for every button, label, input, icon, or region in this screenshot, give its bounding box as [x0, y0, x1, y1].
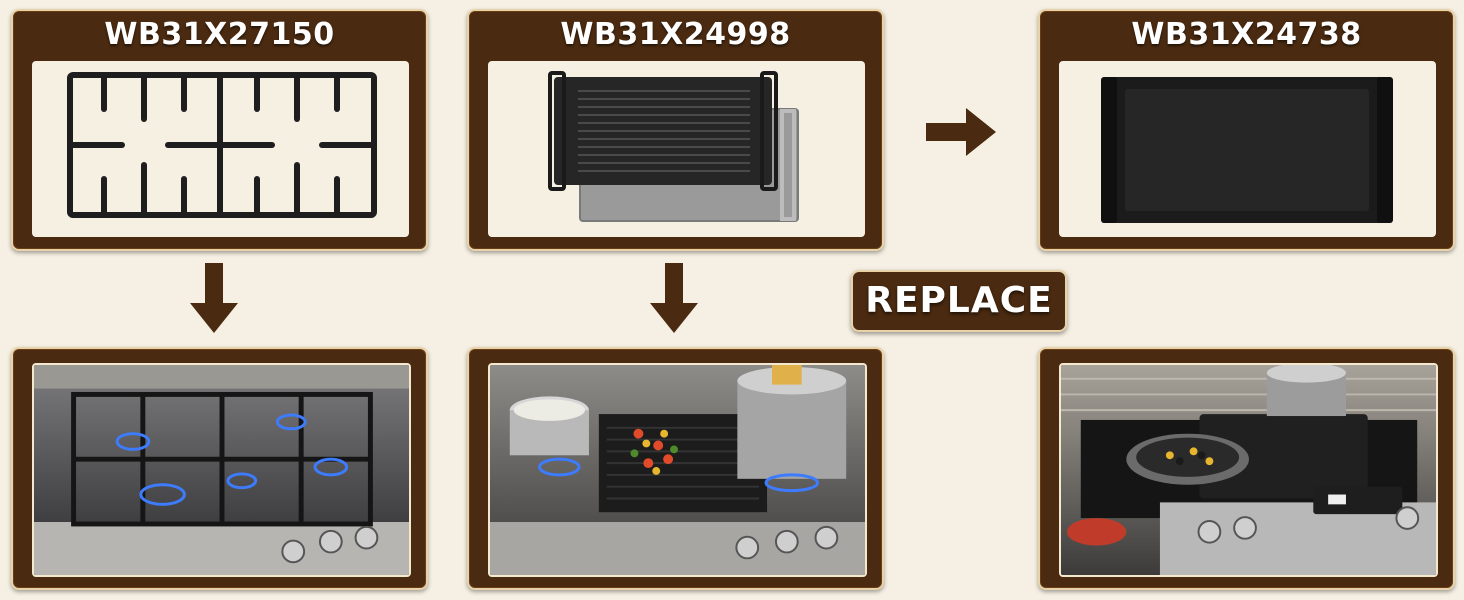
arrow-down-icon: [650, 263, 698, 333]
part-number-1: WB31X27150: [104, 17, 335, 52]
part-number-3: WB31X24738: [1131, 17, 1362, 52]
part-number-2: WB31X24998: [560, 17, 791, 52]
scene-card-2: [467, 347, 884, 590]
part-image-panel-1: [32, 61, 409, 237]
scene-photo-1: [32, 363, 411, 577]
replace-badge: REPLACE: [851, 270, 1067, 332]
griddle-on-range-with-pan-image: [1061, 365, 1436, 575]
part-card-2: WB31X24998: [467, 9, 884, 251]
arrow-down-icon: [190, 263, 238, 333]
arrow-right-icon: [926, 108, 996, 156]
scene-card-3: [1038, 347, 1455, 590]
part-image-panel-3: [1059, 61, 1436, 237]
scene-photo-3: [1059, 363, 1438, 577]
cast-iron-burner-grate-image: [67, 72, 377, 218]
gas-range-burners-lit-image: [34, 365, 409, 575]
reversible-grill-griddle-image: [548, 71, 799, 222]
scene-card-1: [11, 347, 428, 590]
part-card-1: WB31X27150: [11, 9, 428, 251]
griddle-on-range-with-pots-image: [490, 365, 865, 575]
part-image-panel-2: [488, 61, 865, 237]
scene-photo-2: [488, 363, 867, 577]
part-card-3: WB31X24738: [1038, 9, 1455, 251]
cast-iron-griddle-plate-image: [1101, 77, 1393, 223]
